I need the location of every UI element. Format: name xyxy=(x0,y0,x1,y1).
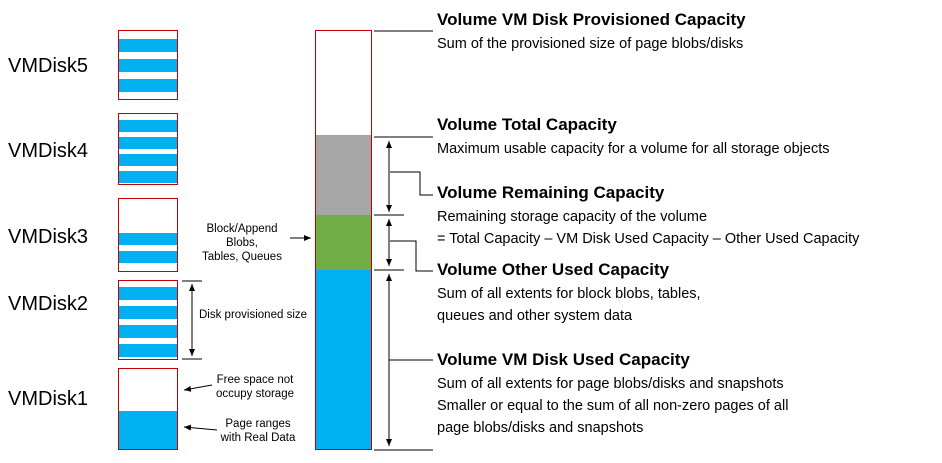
definition-other-used-line1: Sum of all extents for block blobs, tabl… xyxy=(437,286,701,302)
definition-vm-disk-used-title: Volume VM Disk Used Capacity xyxy=(437,350,690,369)
definition-other-used-line2: queues and other system data xyxy=(437,308,633,324)
leader-remaining-elbow xyxy=(390,171,433,196)
callout-block-append: Block/Append Blobs, Tables, Queues xyxy=(192,222,292,264)
disk-box-vmdisk4 xyxy=(118,113,178,185)
callout-free-space: Free space not occupy storage xyxy=(212,373,298,401)
definition-vm-disk-used-line1: Sum of all extents for page blobs/disks … xyxy=(437,376,784,392)
callout-free-space-line2: occupy storage xyxy=(216,388,294,400)
volume-capacity-bar xyxy=(315,30,372,450)
bar-segment-other-used xyxy=(316,215,371,270)
disk-label-vmdisk2: VMDisk2 xyxy=(8,293,89,315)
definition-remaining-line1: Remaining storage capacity of the volume xyxy=(437,209,708,225)
callout-block-append-line1: Block/Append Blobs, xyxy=(206,223,278,249)
disk-box-vmdisk5 xyxy=(118,30,178,100)
callout-page-ranges-line1: Page ranges xyxy=(225,418,291,430)
definition-vm-disk-used-line3: page blobs/disks and snapshots xyxy=(437,420,644,436)
leader-other-used-elbow xyxy=(390,240,433,272)
page-ranges-arrow xyxy=(183,424,218,431)
callout-block-append-line2: Tables, Queues xyxy=(202,251,282,263)
definition-provisioned-line1: Sum of the provisioned size of page blob… xyxy=(437,36,744,52)
disk-box-vmdisk2 xyxy=(118,280,178,360)
definition-remaining-title: Volume Remaining Capacity xyxy=(437,183,665,202)
definition-remaining-line2: = Total Capacity – VM Disk Used Capacity… xyxy=(437,231,860,247)
disk-box-vmdisk3 xyxy=(118,198,178,272)
disk-label-vmdisk3: VMDisk3 xyxy=(8,226,89,248)
definition-other-used-title: Volume Other Used Capacity xyxy=(437,260,670,279)
callout-page-ranges: Page ranges with Real Data xyxy=(216,417,300,445)
bar-segment-remaining xyxy=(316,135,371,215)
callout-disk-provisioned-size: Disk provisioned size xyxy=(199,309,308,321)
callout-page-ranges-line2: with Real Data xyxy=(220,432,296,444)
disk-label-vmdisk5: VMDisk5 xyxy=(8,55,89,77)
disk-label-vmdisk4: VMDisk4 xyxy=(8,140,89,162)
definition-total-title: Volume Total Capacity xyxy=(437,115,617,134)
free-space-arrow xyxy=(183,384,213,392)
bar-segment-provisioned xyxy=(316,31,371,135)
definition-provisioned-title: Volume VM Disk Provisioned Capacity xyxy=(437,10,746,29)
bar-segment-vm-disk-used xyxy=(316,270,371,449)
definition-vm-disk-used-line2: Smaller or equal to the sum of all non-z… xyxy=(437,398,789,414)
callout-free-space-line1: Free space not xyxy=(216,374,294,386)
definition-total-line1: Maximum usable capacity for a volume for… xyxy=(437,141,830,157)
disk-label-vmdisk1: VMDisk1 xyxy=(8,388,89,410)
disk-box-vmdisk1 xyxy=(118,368,178,450)
